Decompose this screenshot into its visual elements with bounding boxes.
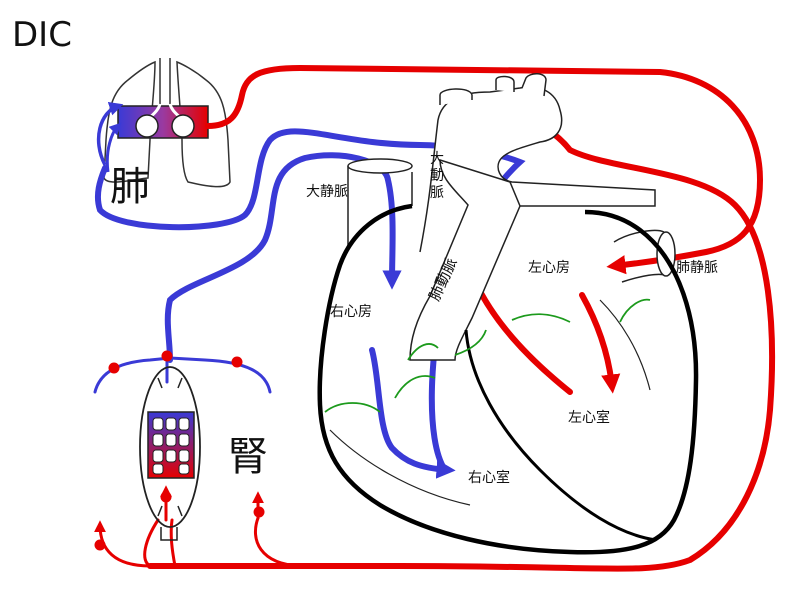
page-title: DIC (12, 15, 72, 55)
heart-inner-wall (329, 299, 651, 506)
dot-artery-left (94, 539, 106, 551)
vena-cava-tube (347, 166, 413, 246)
lung-inflow-vessel (96, 102, 124, 166)
heart-valves (324, 298, 651, 413)
aorta-branch-1 (439, 88, 473, 105)
alveolus-right (171, 114, 195, 138)
alveolus-left (135, 114, 159, 138)
kidney-artery-in (143, 518, 177, 568)
mitral-valve (511, 313, 571, 323)
heart-group (317, 73, 699, 555)
label-left-ventricle: 左心室 (568, 409, 610, 426)
tricuspid-valve-2 (394, 375, 436, 399)
label-kidney: 腎 (228, 434, 268, 480)
label-aorta-ch3: 脈 (430, 185, 444, 201)
aorta-branch-2 (495, 75, 515, 92)
heart-outer-wall (317, 203, 699, 555)
kidney-pole-marks (157, 377, 183, 517)
pulmonary-vein-vessel (205, 64, 764, 275)
lung-capillary-box (117, 105, 209, 139)
kidney-artery-main (253, 516, 302, 568)
label-aorta-ch1: 大 (430, 151, 444, 167)
kidney-vein-left (93, 356, 172, 394)
trachea (159, 58, 171, 104)
aorta-branch-3 (521, 73, 547, 97)
dot-vein-center (161, 350, 173, 362)
vena-cava-vessel (164, 152, 402, 363)
kidney-vessel-dots (94, 350, 265, 551)
label-left-atrium: 左心房 (528, 260, 570, 276)
dot-vein-left (108, 362, 120, 374)
ra-to-rv-flow (369, 347, 456, 479)
kidney-tubules (152, 417, 190, 475)
dot-vein-right (231, 356, 243, 368)
pulmonary-valve (407, 343, 439, 361)
label-right-atrium: 右心房 (330, 304, 372, 320)
dot-artery-center (160, 491, 172, 503)
label-aorta-vertical: 大 動 脈 (430, 151, 444, 201)
vena-cava-opening (347, 158, 413, 174)
pulmonary-valve-2 (454, 329, 487, 356)
kidney-group (139, 366, 201, 541)
kidney-artery-left (94, 520, 152, 568)
label-right-ventricle: 右心室 (468, 469, 510, 486)
label-pulmonary-vein: 肺静脈 (676, 260, 718, 276)
heart-septum (464, 329, 657, 542)
label-aorta-ch2: 動 (430, 168, 444, 184)
kidney-capsule (139, 366, 201, 528)
tricuspid-valve (324, 402, 381, 413)
kidney-vein-right (168, 356, 272, 394)
label-vena-cava: 大静脈 (306, 184, 348, 200)
dot-artery-right (253, 506, 265, 518)
label-lung: 肺 (110, 164, 150, 210)
ureter (160, 527, 178, 541)
mitral-valve-2 (619, 298, 651, 323)
la-to-lv-flow (579, 292, 621, 394)
